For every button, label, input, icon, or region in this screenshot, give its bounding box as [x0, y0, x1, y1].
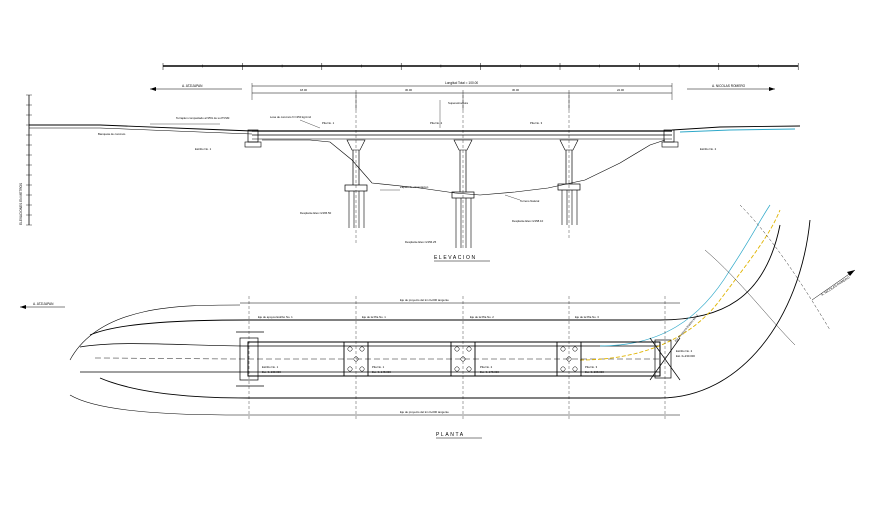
plan-pile-circle — [347, 346, 353, 352]
plan-title: PLANTA — [436, 432, 465, 438]
road-profile — [29, 124, 801, 135]
callout-estribo-1: Estribo No. 1 — [195, 147, 212, 151]
plan-station-label-4: Est. 0+208.000 — [585, 370, 604, 374]
elev-right-direction: A. NICOLAS ROMERO — [687, 84, 775, 91]
plan-support-label-1: Estribo No. 1 — [262, 365, 279, 369]
span-label-4: 22.00 — [617, 88, 624, 92]
elev-left-direction: A. ATZIJAPAN — [150, 84, 242, 91]
pier-cap — [559, 139, 579, 151]
plan-support-label-4: Pila No. 3 — [585, 365, 598, 369]
right-embankment-line — [679, 128, 796, 133]
vertical-axis-label: ELEVACIONES EN METROS — [19, 183, 23, 225]
span-label-1: 18.00 — [300, 88, 307, 92]
callout-losa: Losa de concreto f'c=250 kg/cm2 — [270, 115, 311, 119]
plan-edge-accent — [599, 204, 771, 347]
plan-support-label-5: Estribo No. 2 — [676, 349, 693, 353]
pier-3 — [557, 139, 581, 225]
callout-pila-1: Pila No. 1 — [322, 121, 335, 125]
plan-axis-lines: Eje de proyecto del km 0+000 tangente Ej… — [240, 298, 680, 416]
callout-superestructura: Superestructura — [448, 101, 468, 105]
span-label-3: 30.00 — [512, 88, 519, 92]
callout-estribo-2: Estribo No. 2 — [700, 147, 717, 151]
elevation-title: ELEVACION — [434, 255, 477, 261]
plan-bottom-axis-label: Eje de proyecto del km 0+000 tangente — [400, 410, 449, 414]
plan-station-label-1: Est. 0+130.000 — [262, 370, 281, 374]
plan-top-axis-label: Eje de proyecto del km 0+000 tangente — [400, 298, 449, 302]
plan-pile-circle — [466, 346, 472, 352]
elev-left-direction-label: A. ATZIJAPAN — [182, 84, 203, 88]
plan-pile-circle — [359, 366, 365, 372]
callout-desplante-3: Desplante Elev.=2158.10 — [512, 219, 544, 223]
plan-left-direction: A. ATZIJAPAN — [20, 302, 65, 309]
callout-pila-2: Pila No. 2 — [430, 121, 443, 125]
plan-road — [69, 204, 831, 416]
plan-axis-callout-4: Eje de la Pila No. 3 — [575, 315, 599, 319]
elev-right-direction-label: A. NICOLAS ROMERO — [712, 84, 746, 88]
plan-left-direction-label: A. ATZIJAPAN — [33, 302, 54, 306]
callout-pila-3: Pila No. 3 — [530, 121, 543, 125]
plan-pile-circle — [560, 346, 566, 352]
plan-pile-circle — [560, 366, 566, 372]
callout-zapata: Zapata de cimentacion — [400, 185, 429, 189]
plan-support-label-3: Pila No. 2 — [480, 365, 493, 369]
plan-pile-circle — [454, 366, 460, 372]
callout-banqueta: Banqueta de concreto — [98, 132, 126, 136]
station-ruler — [162, 63, 799, 70]
plan-axis-callout-2: Eje de la Pila No. 1 — [362, 315, 386, 319]
plan-pile-circle — [466, 366, 472, 372]
plan-pile-circle — [572, 346, 578, 352]
plan-pile-circle — [454, 346, 460, 352]
span-label-2: 30.00 — [405, 88, 412, 92]
plan-pile-circle — [572, 366, 578, 372]
plan-support-label-2: Pila No. 1 — [372, 365, 385, 369]
pier-cap — [453, 139, 473, 151]
plan-axis-callout-1: Eje de apoyos Estribo No. 1 — [258, 315, 293, 319]
plan-pile-circle — [359, 346, 365, 352]
pier-cap — [346, 139, 366, 151]
plan-station-label-3: Est. 0+178.000 — [480, 370, 499, 374]
elevation-view: ELEVACIONES EN METROS A. ATZIJAPAN A. NI… — [19, 63, 801, 262]
plan-pile-circle — [347, 366, 353, 372]
callout-desplante-2: Desplante Elev.=2156.25 — [405, 240, 437, 244]
plan-station-label-2: Est. 0+148.000 — [372, 370, 391, 374]
plan-piers — [343, 341, 582, 377]
plan-pier-axes — [248, 296, 666, 420]
piers — [344, 139, 581, 248]
natural-ground-line — [262, 139, 666, 196]
elev-callouts: Terraplen compactado al 95% de su PVSM B… — [98, 100, 717, 244]
bridge-deck — [244, 129, 679, 148]
plan-station-label-5: Est. 0+230.000 — [676, 354, 695, 358]
total-length-label: Longitud Total = 100.00 — [445, 81, 478, 85]
callout-terreno: Terreno Natural — [520, 199, 540, 203]
callout-terraplen: Terraplen compactado al 95% de su PVSM — [176, 116, 230, 120]
elev-centerlines — [355, 95, 570, 250]
plan-axis-callout-3: Eje de la Pila No. 2 — [470, 315, 494, 319]
callout-desplante-1: Desplante Elev.=2165.50 — [300, 211, 332, 215]
